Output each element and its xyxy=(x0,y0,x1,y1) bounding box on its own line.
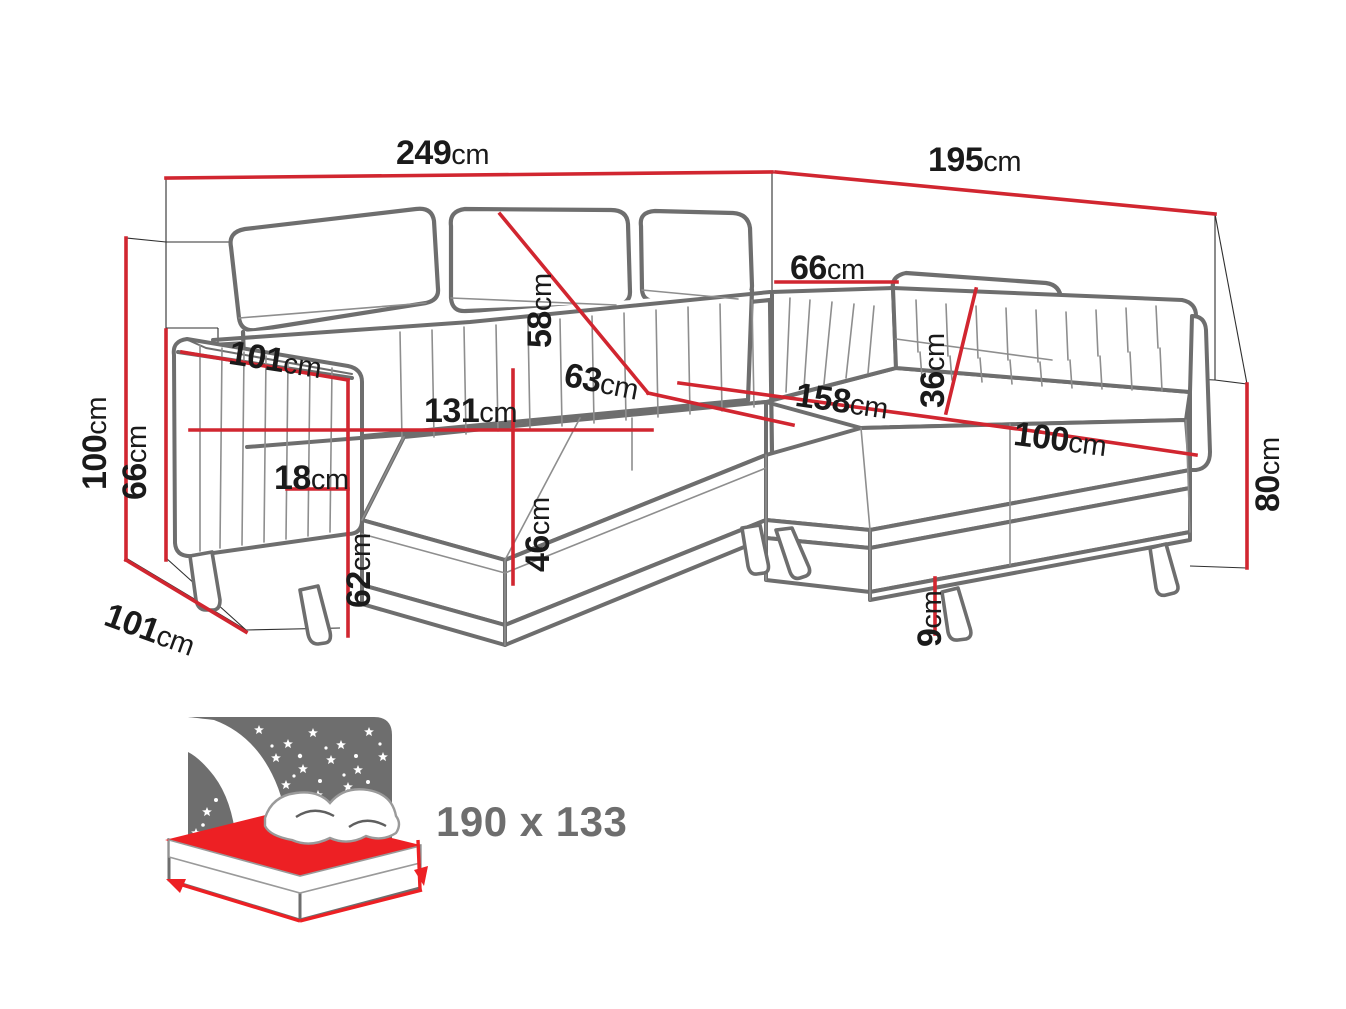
dim-label-arm-total-height: 62cm xyxy=(340,533,378,608)
dim-label-total-height: 100cm xyxy=(76,396,114,490)
dimline-158 xyxy=(676,380,1043,435)
dim-label-leg-height: 9cm xyxy=(911,590,949,647)
leg-corner-a xyxy=(740,523,771,576)
dim-label-seat-height: 46cm xyxy=(519,497,557,572)
mattress-size-label: 190 x 133 xyxy=(436,798,628,845)
dimline-100-chaise xyxy=(1037,429,1199,458)
leg-chaise-front xyxy=(940,586,973,642)
upholstery-pleats xyxy=(199,289,1191,646)
dimline-249 xyxy=(164,170,774,180)
dimline-101-floor xyxy=(123,557,249,635)
dim-label-overall-width: 249cm xyxy=(396,134,490,172)
sofa-legs xyxy=(188,523,1180,646)
dim-label-overall-depth: 195cm xyxy=(928,141,1022,179)
dimension-lines xyxy=(123,170,1249,638)
leg-arm-front xyxy=(298,584,333,646)
mattress-arrowheads xyxy=(166,866,428,893)
dimline-36 xyxy=(943,286,979,416)
pillow-fold-a xyxy=(295,809,335,819)
dim-label-backrest-height: 58cm xyxy=(521,273,559,348)
pillow-duvet xyxy=(263,788,401,845)
mattress-dim-arrows xyxy=(175,839,423,923)
dim-label-chaise-back-height: 36cm xyxy=(914,333,952,408)
leg-chaise-right xyxy=(1148,542,1180,598)
dimline-101-arm xyxy=(179,349,351,383)
mattress-edge-strip xyxy=(168,838,421,894)
stars-group xyxy=(191,725,388,841)
dimline-195 xyxy=(774,170,1217,216)
dim-label-seat-width: 131cm xyxy=(424,392,518,430)
dimline-63 xyxy=(645,390,796,428)
mattress-bed-icon xyxy=(165,717,428,923)
leg-corner-b xyxy=(774,526,812,581)
dim-label-right-height: 80cm xyxy=(1249,437,1287,512)
pillow-fold-b xyxy=(348,819,387,828)
dim-label-back-height-66: 66cm xyxy=(116,425,154,500)
dim-label-corner-seat-width: 66cm xyxy=(790,249,865,287)
dim-label-armrest-height: 18cm xyxy=(274,459,349,497)
dimline-58 xyxy=(497,211,651,396)
